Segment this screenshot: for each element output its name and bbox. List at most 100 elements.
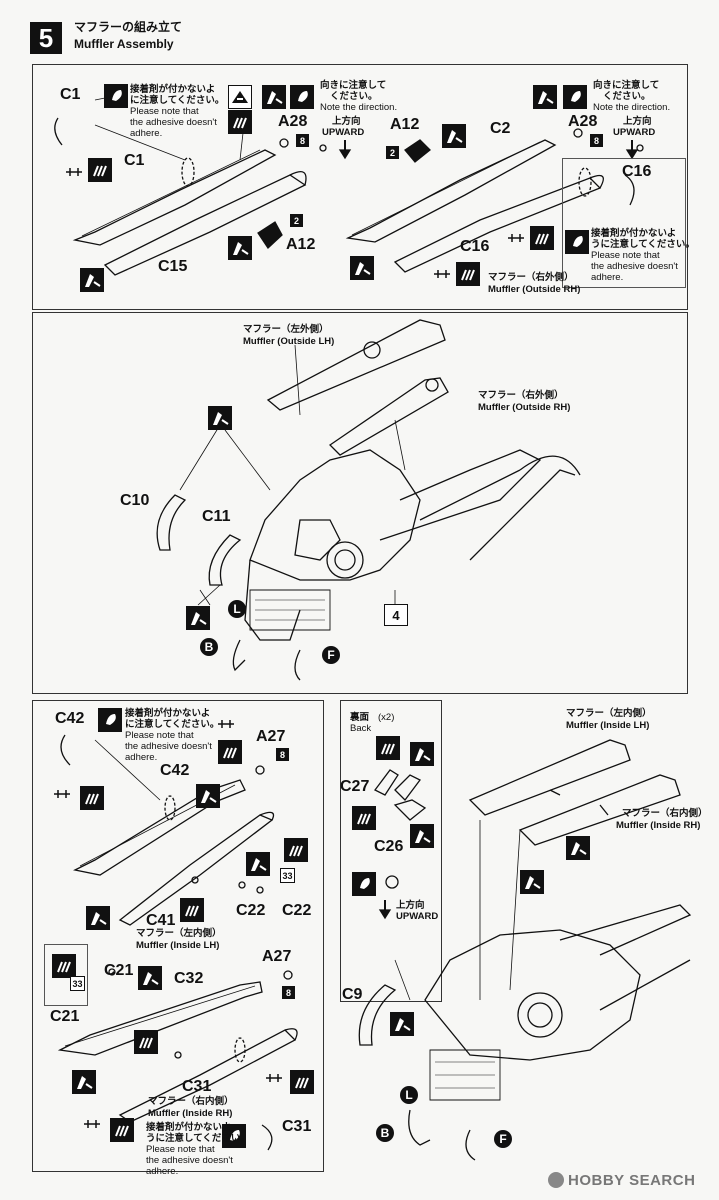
- upward-en: UPWARD: [613, 127, 656, 138]
- note-no-adhesive-en-2: the adhesive doesn't: [591, 261, 678, 272]
- note-no-adhesive-en-2: the adhesive doesn't: [125, 741, 212, 752]
- label-C32: C32: [174, 970, 204, 987]
- note-no-adhesive-en-2: the adhesive doesn't: [146, 1155, 233, 1166]
- upward-en: UPWARD: [322, 127, 365, 138]
- badge-8: 8: [276, 748, 289, 761]
- muffler-outside-lh-en: Muffler (Outside LH): [243, 336, 335, 347]
- marker-B: B: [376, 1124, 394, 1142]
- note-no-adhesive-en-2: the adhesive doesn't: [130, 117, 217, 128]
- label-C22-b: C22: [282, 902, 312, 919]
- label-C10: C10: [120, 492, 150, 509]
- label-C9: C9: [342, 986, 363, 1003]
- parts-tree-icon: [50, 782, 74, 806]
- parts-tree-icon: [214, 712, 238, 736]
- step-title-jp: マフラーの組み立て: [74, 20, 183, 34]
- adhesive-icon: [104, 84, 128, 108]
- step-number: 5: [30, 22, 62, 54]
- upward-jp: 上方向: [623, 116, 652, 127]
- badge-2: 2: [290, 214, 303, 227]
- label-C1-b: C1: [124, 152, 145, 169]
- muffler-outside-rh-jp: マフラー（右外側）: [478, 390, 564, 401]
- glue-icon: [186, 606, 210, 630]
- badge-8: 8: [590, 134, 603, 147]
- cut-icon: [284, 838, 308, 862]
- back-x2: (x2): [378, 712, 395, 723]
- note-no-adhesive-jp-1: 接着剤が付かないよ: [591, 228, 677, 239]
- glue-icon: [566, 836, 590, 860]
- glue-icon: [246, 852, 270, 876]
- glue-icon: [196, 784, 220, 808]
- cement-icon: [228, 85, 252, 109]
- glue-icon: [262, 85, 286, 109]
- note-no-adhesive-jp-2: うに注意してください。: [146, 1133, 250, 1144]
- glue-icon: [442, 124, 466, 148]
- label-A28-b: A28: [568, 113, 598, 130]
- note-direction-jp-2: ください。: [330, 91, 378, 102]
- cut-icon: [88, 158, 112, 182]
- label-C26: C26: [374, 838, 404, 855]
- marker-F: F: [494, 1130, 512, 1148]
- adhesive-icon: [352, 872, 376, 896]
- marker-L: L: [400, 1086, 418, 1104]
- cut-icon: [228, 110, 252, 134]
- glue-icon: [86, 906, 110, 930]
- adhesive-icon: [565, 230, 589, 254]
- label-C31-a: C31: [182, 1078, 212, 1095]
- note-no-adhesive-en-1: Please note that: [130, 106, 199, 117]
- muffler-outside-rh-en: Muffler (Outside RH): [478, 402, 571, 413]
- upward-jp: 上方向: [396, 900, 425, 911]
- muffler-outside-rh-en-top: Muffler (Outside RH): [488, 284, 581, 295]
- label-C31-b: C31: [282, 1118, 312, 1135]
- note-no-adhesive-en-3: adhere.: [146, 1166, 179, 1177]
- label-C21-b: C21: [50, 1008, 80, 1025]
- detail-box-C16: [562, 158, 686, 288]
- label-A28-a: A28: [278, 113, 308, 130]
- cut-icon: [352, 806, 376, 830]
- label-C16-a: C16: [622, 163, 652, 180]
- glue-icon: [138, 966, 162, 990]
- watermark: HOBBY SEARCH: [568, 1172, 696, 1189]
- note-no-adhesive-en-3: adhere.: [125, 752, 158, 763]
- label-C21-a: C21: [104, 962, 134, 979]
- note-direction-jp-2: ください。: [603, 91, 651, 102]
- muffler-inside-rh-jp-b: マフラー（右内側）: [622, 808, 708, 819]
- label-A27-a: A27: [256, 728, 286, 745]
- cut-icon: [456, 262, 480, 286]
- bottom-left-panel: [32, 700, 324, 1172]
- step-title-en: Muffler Assembly: [74, 37, 174, 51]
- note-no-adhesive-jp-1: 接着剤が付かないよ: [130, 84, 216, 95]
- back-jp: 裏面: [350, 712, 370, 723]
- label-C42-b: C42: [160, 762, 190, 779]
- cut-icon: [110, 1118, 134, 1142]
- muffler-inside-lh-en-b: Muffler (Inside LH): [566, 720, 650, 731]
- muffler-outside-rh-jp-top: マフラー（右外側）: [488, 272, 574, 283]
- cut-icon: [80, 786, 104, 810]
- cut-icon: [530, 226, 554, 250]
- adhesive-icon: [290, 85, 314, 109]
- back-en: Back: [350, 723, 372, 734]
- glue-icon: [72, 1070, 96, 1094]
- label-A12-a: A12: [286, 236, 316, 253]
- glue-icon: [410, 824, 434, 848]
- parts-tree-icon: [62, 160, 86, 184]
- label-C22-a: C22: [236, 902, 266, 919]
- note-no-adhesive-en-1: Please note that: [146, 1144, 215, 1155]
- label-A12-b: A12: [390, 116, 420, 133]
- hobby-search-logo-icon: [548, 1172, 564, 1188]
- glue-icon: [80, 268, 104, 292]
- note-no-adhesive-en-1: Please note that: [591, 250, 660, 261]
- cut-icon: [180, 898, 204, 922]
- badge-8: 8: [282, 986, 295, 999]
- upward-en: UPWARD: [396, 911, 439, 922]
- note-direction-jp-1: 向きに注意して: [320, 80, 387, 91]
- label-C11: C11: [202, 508, 231, 525]
- step-ref-4: 4: [384, 604, 408, 626]
- label-C2: C2: [490, 120, 511, 137]
- cut-icon: [218, 740, 242, 764]
- parts-tree-icon: [430, 262, 454, 286]
- glue-icon: [533, 85, 557, 109]
- muffler-inside-rh-en-a: Muffler (Inside RH): [148, 1108, 233, 1119]
- badge-2: 2: [386, 146, 399, 159]
- adhesive-icon: [98, 708, 122, 732]
